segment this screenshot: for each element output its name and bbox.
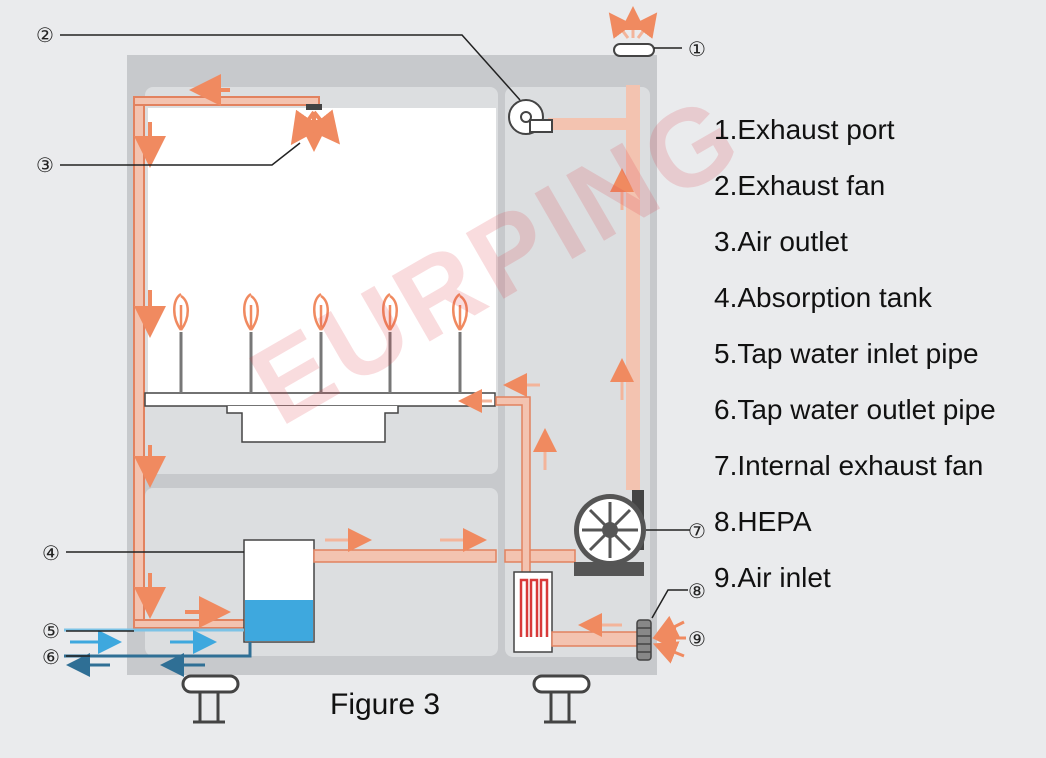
callout-7: ⑦	[688, 519, 706, 543]
internal-fan	[574, 490, 646, 576]
lower-chamber	[145, 488, 498, 656]
callout-3: ③	[36, 153, 54, 177]
figure-caption: Figure 3	[330, 688, 441, 721]
legend-item-absorption-tank: 4.Absorption tank	[714, 282, 932, 313]
return-duct-arrows	[458, 373, 557, 470]
legend-item-internal-fan: 7.Internal exhaust fan	[714, 450, 984, 481]
callout-8: ⑧	[688, 579, 706, 603]
leader-lines	[60, 34, 690, 657]
water-outlet-pipe	[64, 642, 252, 677]
air-outlet-arrows	[290, 109, 340, 152]
work-table	[144, 392, 496, 443]
callout-2: ②	[36, 23, 54, 47]
callout-9: ⑨	[688, 627, 706, 651]
hepa-inlet-duct	[551, 631, 639, 647]
hepa-grille	[636, 619, 652, 661]
exhaust-fan	[508, 99, 553, 135]
exhaust-port	[608, 6, 658, 57]
callout-5: ⑤	[42, 619, 60, 643]
legend-list: 1.Exhaust port 2.Exhaust fan 3.Air outle…	[714, 110, 996, 614]
legend-item-exhaust-port: 1.Exhaust port	[714, 114, 895, 145]
exhaust-duct-top	[548, 118, 640, 130]
legend-item-water-outlet: 6.Tap water outlet pipe	[714, 394, 996, 425]
air-outlet-nozzle	[306, 104, 322, 110]
legend-item-water-inlet: 5.Tap water inlet pipe	[714, 338, 979, 369]
hepa-box	[513, 571, 553, 653]
fan-inlet-duct	[504, 549, 576, 563]
legend-item-exhaust-fan: 2.Exhaust fan	[714, 170, 886, 201]
callout-4: ④	[42, 541, 60, 565]
left-duct-arrows	[134, 74, 231, 628]
legend-item-air-outlet: 3.Air outlet	[714, 226, 848, 257]
legend-item-hepa: 8.HEPA	[714, 506, 812, 537]
water-inlet-pipe	[64, 628, 244, 654]
fume-wisps	[173, 292, 468, 331]
callout-1: ①	[688, 37, 706, 61]
air-inlet-arrows	[652, 615, 686, 664]
legend-item-air-inlet: 9.Air inlet	[714, 562, 831, 593]
absorption-tank	[243, 539, 315, 643]
cabinet-foot-left	[181, 674, 240, 724]
callout-6: ⑥	[42, 645, 60, 669]
cabinet-foot-right	[532, 674, 591, 724]
left-duct	[133, 96, 145, 628]
tank-to-fan-duct	[313, 549, 497, 563]
top-duct	[133, 96, 320, 106]
sample-rods	[179, 332, 462, 393]
bottom-duct	[133, 619, 247, 629]
